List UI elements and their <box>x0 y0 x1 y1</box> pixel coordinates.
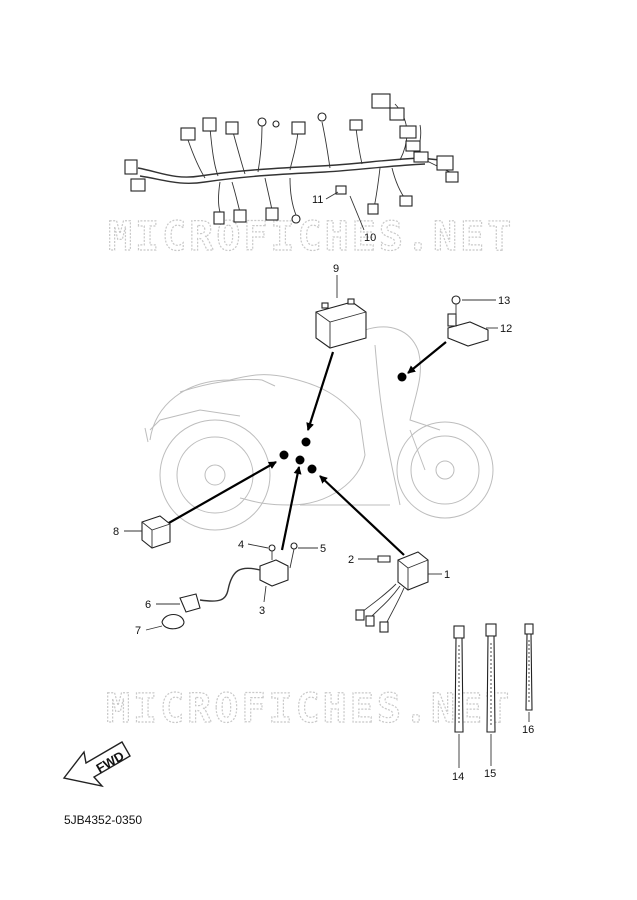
callout-3: 3 <box>259 605 265 617</box>
diagram-code: 5JB4352-0350 <box>64 813 143 827</box>
callout-9: 9 <box>333 263 339 275</box>
callout-5: 5 <box>320 543 326 555</box>
callout-1: 1 <box>444 569 450 581</box>
callout-6: 6 <box>145 599 151 611</box>
callout-10: 10 <box>364 232 376 244</box>
callout-8: 8 <box>113 526 119 538</box>
cable-tie-14 <box>453 625 465 733</box>
battery <box>315 298 367 349</box>
callout-2: 2 <box>348 554 354 566</box>
callout-12: 12 <box>500 323 512 335</box>
callout-7: 7 <box>135 625 141 637</box>
callout-16: 16 <box>522 724 534 736</box>
scooter-outline <box>144 326 494 531</box>
relay <box>141 515 171 549</box>
watermark-top: MICROFICHES.NET <box>108 214 514 260</box>
sensor-bracket <box>447 295 489 347</box>
callout-13: 13 <box>498 295 510 307</box>
cdi-unit <box>355 551 429 633</box>
cable-tie-15 <box>485 623 497 733</box>
callout-11: 11 <box>312 194 323 206</box>
watermark-bottom: MICROFICHES.NET <box>106 686 512 732</box>
fwd-arrow: FWD <box>62 741 131 788</box>
callout-15: 15 <box>484 768 496 780</box>
ignition-coil <box>161 542 298 630</box>
callout-14: 14 <box>452 771 464 783</box>
wire-harness <box>124 93 459 225</box>
cable-tie-16 <box>524 623 534 711</box>
callout-4: 4 <box>238 539 244 551</box>
